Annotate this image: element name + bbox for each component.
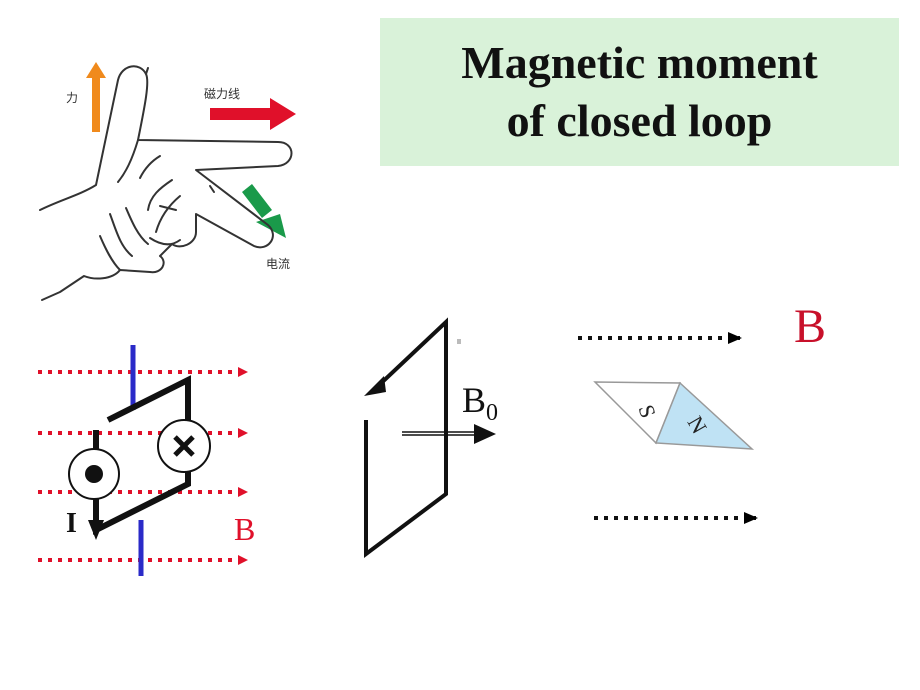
field-label-b: B	[234, 511, 255, 547]
hand-drawing	[39, 65, 293, 301]
force-arrow	[86, 62, 106, 132]
current-label-cn: 电流	[266, 257, 290, 271]
b0-label-main: B	[462, 380, 486, 420]
current-out-of-page-icon	[68, 448, 120, 500]
current-label: I	[66, 508, 77, 539]
title-line-1: Magnetic moment	[461, 37, 818, 88]
compass-needle-diagram: B S N	[578, 300, 826, 524]
current-arrow	[242, 184, 286, 238]
current-into-page-icon	[157, 419, 211, 473]
tilted-loop	[364, 317, 448, 558]
speck	[457, 339, 461, 344]
field-label-b-right: B	[794, 300, 826, 353]
tilted-loop-diagram: B0	[364, 317, 498, 558]
b0-arrow-head	[474, 424, 496, 444]
compass-needle: S N	[593, 381, 755, 450]
b0-label: B0	[462, 380, 498, 426]
b0-label-subscript: 0	[486, 400, 498, 426]
title-box: Magnetic moment of closed loop	[380, 18, 899, 166]
right-hand-rule-diagram: 力 磁力线 电流	[39, 62, 296, 301]
current-loop-diagram: I B	[38, 345, 255, 576]
loop-current-arrow	[364, 376, 386, 396]
field-label-cn: 磁力线	[204, 86, 240, 101]
current-direction-arrow	[88, 520, 104, 540]
force-label: 力	[66, 91, 78, 105]
title-line-2: of closed loop	[506, 95, 773, 146]
field-arrow	[210, 98, 296, 130]
